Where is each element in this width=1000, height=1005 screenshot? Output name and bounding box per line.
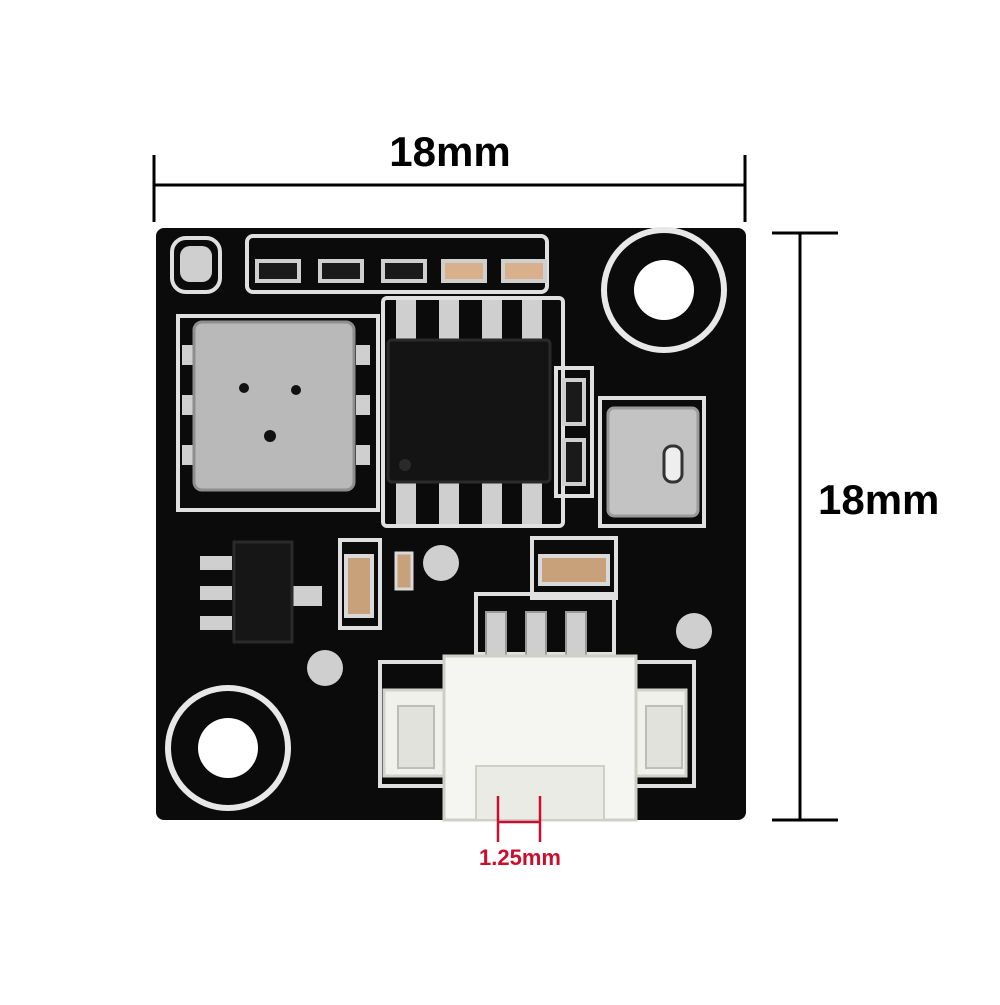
soic-ic <box>386 300 552 524</box>
pressure-sensor <box>182 320 370 492</box>
capacitors <box>344 551 610 618</box>
jst-connector <box>382 654 688 822</box>
silkscreen-outlines <box>170 234 706 788</box>
test-pads <box>180 246 712 686</box>
regulator-chip <box>200 540 322 644</box>
height-dimension-line <box>772 231 838 822</box>
mounting-hole-bottom-left <box>165 685 291 811</box>
humidity-sensor <box>606 406 700 518</box>
height-label: 18mm <box>818 476 940 523</box>
pitch-marker <box>496 796 542 842</box>
smd-resistor-row <box>255 259 547 283</box>
width-label: 18mm <box>389 128 511 175</box>
width-dimension-line <box>152 155 747 222</box>
vertical-resistors <box>562 378 586 486</box>
mounting-hole-top-right <box>601 227 727 353</box>
pin-pitch-label: 1.25mm <box>479 845 561 870</box>
